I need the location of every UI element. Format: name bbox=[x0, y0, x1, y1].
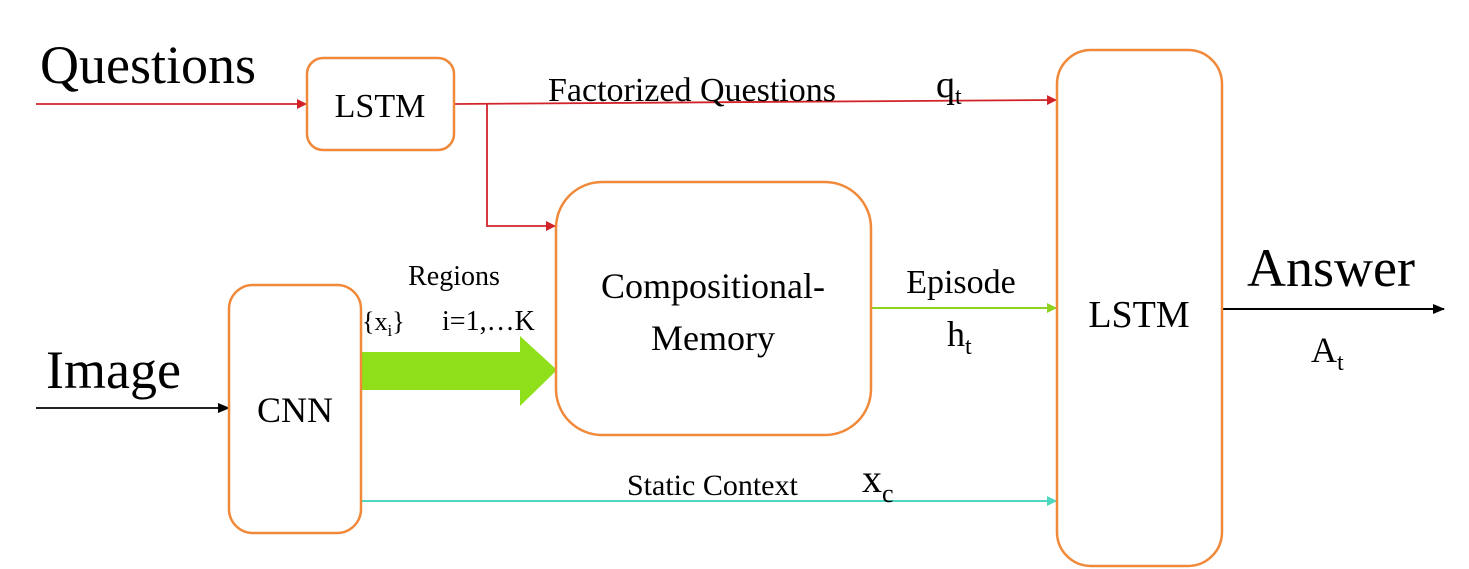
static-context-symbol: xc bbox=[862, 456, 894, 508]
factorized-q: q bbox=[936, 64, 955, 106]
memory-label-line2: Memory bbox=[651, 318, 775, 358]
factorized-questions-text: Factorized Questions bbox=[548, 72, 836, 109]
answer-a-sub: t bbox=[1337, 350, 1344, 376]
factorized-questions-arrow bbox=[454, 95, 1057, 106]
factorized-questions-label: Factorized Questions bbox=[548, 72, 836, 109]
lstm-question-label: LSTM bbox=[335, 88, 426, 125]
regions-set-sub: i bbox=[387, 321, 392, 340]
episode-h-sub: t bbox=[965, 334, 972, 360]
question-to-memory-arrow bbox=[486, 104, 556, 231]
regions-set-label: {xi} bbox=[362, 307, 405, 340]
regions-label: Regions bbox=[408, 261, 500, 292]
regions-set-close: } bbox=[392, 307, 404, 336]
episode-symbol: ht bbox=[947, 314, 972, 360]
lstm-answer-label: LSTM bbox=[1088, 294, 1189, 336]
context-x-sub: c bbox=[882, 479, 894, 508]
episode-label: Episode bbox=[906, 264, 1016, 301]
memory-label-line1: Compositional- bbox=[601, 266, 825, 306]
questions-input-label: Questions bbox=[40, 35, 256, 95]
regions-range-label: i=1,…K bbox=[442, 306, 535, 337]
context-x: x bbox=[862, 456, 882, 501]
lstm-question-box bbox=[305, 56, 456, 152]
episode-h: h bbox=[947, 314, 965, 354]
answer-symbol: At bbox=[1311, 330, 1344, 376]
factorized-q-sub: t bbox=[955, 84, 962, 110]
cnn-box bbox=[227, 283, 363, 535]
answer-label: Answer bbox=[1247, 238, 1415, 298]
lstm-answer-box bbox=[1055, 48, 1224, 568]
static-context-label: Static Context bbox=[627, 469, 798, 502]
answer-a: A bbox=[1311, 330, 1337, 370]
factorized-questions-symbol: qt bbox=[936, 64, 962, 110]
image-input-label: Image bbox=[46, 340, 181, 400]
regions-thick-arrow bbox=[362, 336, 557, 406]
compositional-memory-box bbox=[554, 180, 873, 437]
regions-set-open: {x bbox=[362, 307, 387, 336]
cnn-label: CNN bbox=[257, 390, 333, 430]
